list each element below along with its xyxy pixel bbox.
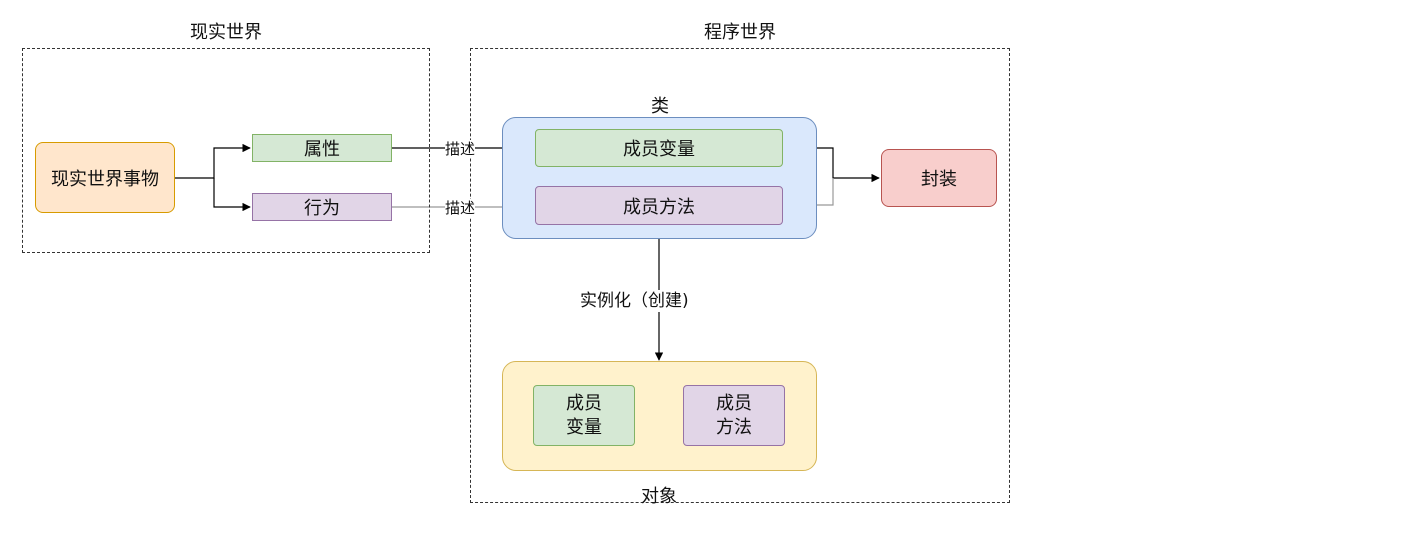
- describe-label-attribute: 描述: [445, 140, 476, 158]
- program-world-group: [470, 48, 1010, 503]
- object-title: 对象: [641, 486, 677, 507]
- member-variable-node: 成员变量: [535, 129, 783, 167]
- object-member-variable-line1: 成员: [566, 392, 602, 414]
- object-member-method-node: 成员 方法: [683, 385, 785, 446]
- edge-thing-to-attribute: [175, 143, 251, 179]
- object-member-variable-line2: 变量: [566, 416, 602, 438]
- behavior-node: 行为: [252, 193, 392, 221]
- real-world-group: [22, 48, 430, 253]
- instantiation-label: 实例化（创建): [580, 290, 689, 312]
- class-title: 类: [651, 96, 669, 117]
- describe-label-behavior: 描述: [445, 199, 476, 217]
- real-world-thing-node: 现实世界事物: [35, 142, 175, 213]
- encapsulation-node: 封装: [881, 149, 997, 207]
- object-member-method-line2: 方法: [716, 416, 752, 438]
- attribute-node: 属性: [252, 134, 392, 162]
- object-member-variable-node: 成员 变量: [533, 385, 635, 446]
- program-world-title: 程序世界: [704, 22, 776, 43]
- edge-thing-to-behavior: [213, 178, 251, 212]
- member-method-node: 成员方法: [535, 186, 783, 225]
- real-world-title: 现实世界: [190, 22, 262, 43]
- object-member-method-line1: 成员: [716, 392, 752, 414]
